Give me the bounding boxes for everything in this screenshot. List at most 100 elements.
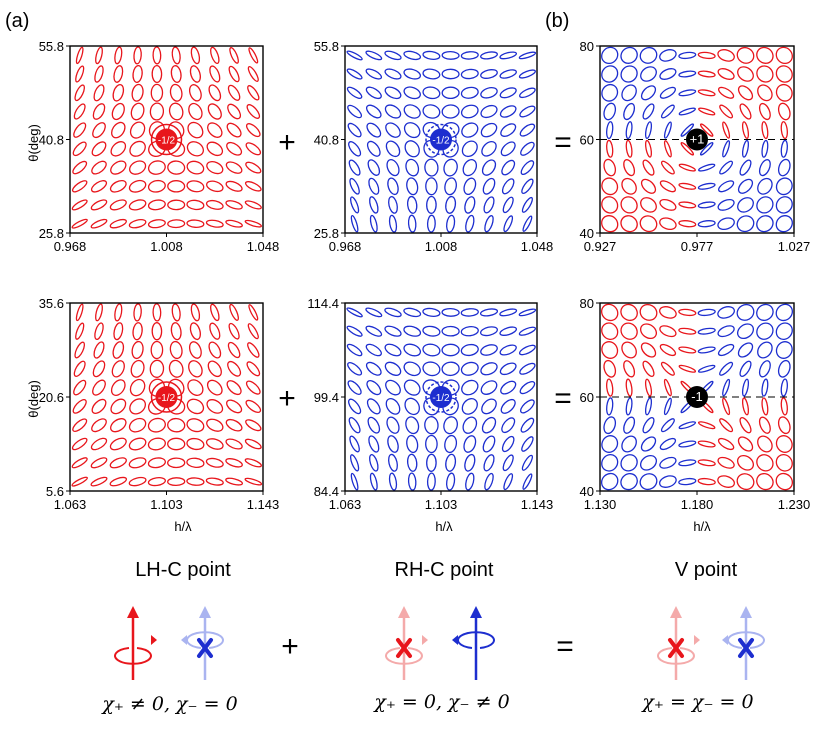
polarization-ellipse	[384, 50, 402, 61]
polarization-ellipse	[780, 139, 788, 158]
polarization-ellipse	[227, 84, 241, 101]
polarization-ellipse	[699, 142, 714, 156]
polarization-ellipse	[426, 453, 437, 472]
polarization-ellipse	[167, 457, 186, 469]
polarization-ellipse	[133, 303, 142, 322]
polarization-ellipse	[109, 179, 127, 193]
polarization-ellipse	[500, 123, 517, 137]
rh-arrow-crossed-icon	[722, 606, 765, 680]
polarization-ellipse	[620, 322, 638, 340]
rh-arrow-crossed-icon	[181, 606, 224, 680]
y-tick-label: 35.6	[39, 296, 64, 311]
polarization-ellipse	[737, 85, 754, 101]
polarization-ellipse	[777, 416, 791, 435]
polarization-ellipse	[718, 86, 735, 99]
polarization-ellipse	[72, 160, 88, 175]
y-axis-label-bottom: θ(deg)	[26, 380, 41, 418]
polarization-ellipse	[483, 196, 495, 214]
polarization-ellipse	[207, 103, 222, 120]
polarization-ellipse	[346, 325, 363, 337]
polarization-ellipse	[697, 364, 716, 373]
polarization-ellipse	[519, 87, 536, 99]
polarization-ellipse	[422, 68, 441, 80]
polarization-ellipse	[441, 86, 460, 100]
x-tick-label: 1.130	[584, 497, 617, 512]
lh-arrow-icon	[114, 606, 157, 680]
polarization-ellipse	[109, 218, 127, 229]
polarization-ellipse	[780, 121, 788, 140]
polarization-ellipse	[422, 50, 441, 60]
polarization-ellipse	[248, 47, 259, 64]
polarization-ellipse	[403, 50, 422, 61]
polarization-ellipse	[606, 397, 614, 416]
polarization-ellipse	[167, 199, 186, 211]
polarization-ellipse	[756, 65, 774, 83]
polarization-ellipse	[718, 180, 735, 193]
polarization-ellipse	[503, 473, 514, 491]
y-tick-label: 40	[580, 226, 594, 241]
polarization-ellipse	[227, 341, 241, 359]
polarization-ellipse	[465, 472, 475, 491]
polarization-ellipse	[663, 140, 672, 158]
polarization-ellipse	[424, 416, 439, 435]
polarization-ellipse	[775, 65, 793, 83]
equation-rh: χ₊ = 0, χ₋ ≠ 0	[372, 691, 509, 713]
polarization-ellipse	[522, 473, 533, 490]
polarization-ellipse	[736, 46, 755, 64]
polarization-ellipse	[245, 399, 262, 413]
polarization-ellipse	[171, 303, 181, 322]
polarization-ellipse	[248, 304, 259, 321]
polarization-ellipse	[208, 341, 222, 359]
polarization-ellipse	[758, 102, 771, 121]
polarization-ellipse	[247, 342, 260, 358]
polarization-ellipse	[111, 360, 125, 378]
polarization-ellipse	[606, 139, 614, 158]
plus-operator-top: +	[278, 126, 296, 159]
polarization-ellipse	[480, 362, 498, 376]
x-tick-label: 1.008	[150, 239, 183, 254]
polarization-ellipse	[167, 437, 186, 451]
polarization-ellipse	[92, 122, 106, 139]
polarization-ellipse	[244, 181, 262, 192]
polarization-ellipse	[74, 84, 85, 102]
polarization-ellipse	[186, 477, 205, 486]
polarization-ellipse	[244, 477, 263, 486]
polarization-ellipse	[366, 140, 381, 157]
polarization-ellipse	[521, 454, 534, 471]
y-tick-label: 60	[580, 133, 594, 148]
polarization-ellipse	[110, 160, 127, 175]
polarization-ellipse	[403, 361, 421, 377]
polarization-ellipse	[227, 103, 242, 120]
polarization-ellipse	[94, 65, 104, 83]
polarization-ellipse	[480, 51, 498, 60]
polarization-ellipse	[226, 380, 242, 396]
polarization-ellipse	[229, 303, 239, 321]
polarization-ellipse	[445, 472, 456, 491]
polarization-ellipse	[699, 123, 714, 137]
polarization-ellipse	[600, 303, 619, 322]
x-tick-label: 1.103	[425, 497, 458, 512]
x-tick-label: 0.968	[329, 239, 362, 254]
polarization-ellipse	[460, 104, 479, 119]
polarization-ellipse	[480, 87, 498, 99]
polarization-ellipse	[75, 65, 85, 83]
polarization-ellipse	[640, 66, 657, 82]
polarization-ellipse	[697, 201, 716, 209]
polarization-ellipse	[621, 177, 637, 195]
polarization-ellipse	[758, 159, 771, 177]
polarization-ellipse	[722, 140, 731, 158]
polarization-ellipse	[244, 438, 262, 450]
polarization-ellipse	[520, 417, 535, 433]
polarization-ellipse	[368, 177, 380, 195]
polarization-ellipse	[777, 158, 791, 177]
polarization-ellipse	[717, 325, 735, 338]
polarization-ellipse	[188, 84, 202, 102]
polarization-ellipse	[741, 397, 750, 416]
polarization-ellipse	[188, 102, 203, 121]
polarization-ellipse	[678, 346, 697, 354]
v-point-title: V point	[675, 559, 738, 581]
polarization-ellipse	[775, 453, 793, 472]
polarization-ellipse	[717, 68, 735, 80]
y-axis-label-top: θ(deg)	[26, 124, 41, 162]
singularity-label: -1/2	[432, 393, 450, 404]
